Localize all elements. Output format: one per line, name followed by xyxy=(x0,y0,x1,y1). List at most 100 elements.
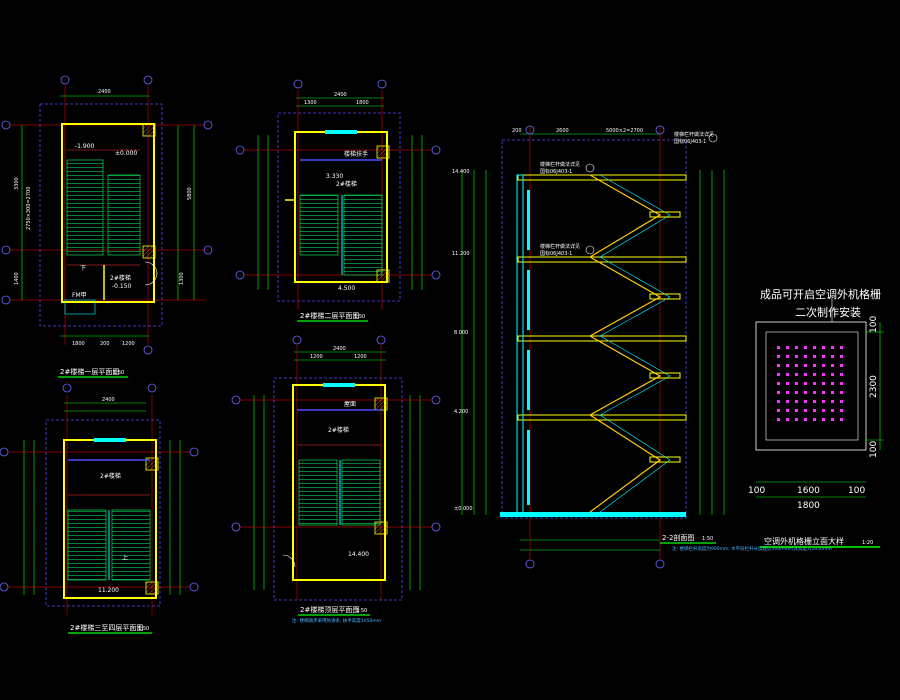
section-callout-1a: 楼梯栏杆做法详见 xyxy=(674,131,714,138)
p3-dim-top: 2400 xyxy=(102,397,115,403)
grille-dot xyxy=(813,409,816,412)
p1-scale: 1:50 xyxy=(113,370,124,376)
p2-dim-top-2: 1300 xyxy=(304,100,317,106)
p4-dim-top-1: 2400 xyxy=(333,346,346,352)
p2-dim-top-3: 1800 xyxy=(356,100,369,106)
grille-dot xyxy=(786,400,789,403)
grille-dot xyxy=(804,418,807,421)
grille-dot xyxy=(840,400,843,403)
section-level-5: ±0.000 xyxy=(454,506,473,512)
section-level-2: 11.200 xyxy=(452,251,470,257)
section-dim-top-1: 200 xyxy=(512,128,522,134)
grille-dot xyxy=(813,382,816,385)
grille-dot xyxy=(795,382,798,385)
detail-dim-total: 1800 xyxy=(797,501,820,511)
section-view: 14.400 11.200 8.000 4.200 ±0.000 楼梯栏杆做法详… xyxy=(452,125,832,569)
grille-dot xyxy=(786,382,789,385)
p3-label-stair: 2#楼梯 xyxy=(100,472,121,480)
grille-dot xyxy=(795,346,798,349)
grille-dot xyxy=(804,364,807,367)
section-callout-2b: 国标06J403-1 xyxy=(540,168,572,175)
grille-dot xyxy=(813,346,816,349)
section-callout-3b: 国标06J403-1 xyxy=(540,250,572,257)
p1-dim-left-3: 1400 xyxy=(14,272,20,285)
grille-dot xyxy=(795,409,798,412)
section-callout-3a: 楼梯栏杆做法详见 xyxy=(540,243,580,250)
p2-dim-top-1: 2400 xyxy=(334,92,347,98)
grille-dot xyxy=(831,346,834,349)
grille-dot xyxy=(813,364,816,367)
grille-dot xyxy=(840,391,843,394)
grille-dot xyxy=(813,373,816,376)
grille-dot xyxy=(777,355,780,358)
grille-dot xyxy=(777,346,780,349)
grille-dot xyxy=(822,373,825,376)
plan-top-floor: 2400 1200 1200 屋面 2#楼梯 14.400 2#楼梯顶层平面图 … xyxy=(231,335,441,624)
grille-dot xyxy=(831,382,834,385)
section-dim-top-2: 2600 xyxy=(556,128,569,134)
detail-scale: 1:20 xyxy=(862,540,873,546)
p1-label-level3: -0.150 xyxy=(112,283,132,290)
p2-title: 2#楼梯二层平面图 xyxy=(300,311,359,320)
grille-dot xyxy=(777,391,780,394)
grille-dot xyxy=(777,409,780,412)
p4-label-level: 14.400 xyxy=(348,551,369,558)
detail-dim-right-2: 2300 xyxy=(869,375,879,398)
grille-dot xyxy=(795,355,798,358)
grille-dot xyxy=(822,400,825,403)
grille-dot xyxy=(822,355,825,358)
section-level-1: 14.400 xyxy=(452,169,470,175)
grille-dot xyxy=(804,391,807,394)
grille-dot xyxy=(822,364,825,367)
p1-dim-bottom-2: 200 xyxy=(100,341,110,347)
grille-dot xyxy=(831,409,834,412)
p4-dim-top-2: 1200 xyxy=(310,354,323,360)
grille-dot xyxy=(831,373,834,376)
grille-dot xyxy=(813,391,816,394)
detail-dim-bottom-2: 1600 xyxy=(797,486,820,496)
grille-dot xyxy=(777,364,780,367)
grille-dot xyxy=(840,418,843,421)
grille-dot xyxy=(840,346,843,349)
plan-second-floor: 2400 1300 1800 楼梯扶手 2#楼梯 3.330 4.500 2#楼… xyxy=(235,79,441,322)
grille-dot xyxy=(786,373,789,376)
p4-label-stair: 2#楼梯 xyxy=(328,426,349,434)
grille-dot xyxy=(813,418,816,421)
grille-dot xyxy=(777,373,780,376)
p1-dim-left-1: 3300 xyxy=(14,177,20,190)
p1-label-level2: ±0.000 xyxy=(115,150,137,157)
grille-dot xyxy=(786,364,789,367)
p1-dim-bottom-1: 1800 xyxy=(72,341,85,347)
p1-label-door: FM甲 xyxy=(72,292,87,299)
p3-label-level: 11.200 xyxy=(98,587,119,594)
p4-note: 注: 楼梯踏步采用防滑条, 扶手高度1050mm xyxy=(292,617,381,624)
section-dim-top-3: 5000×2=2700 xyxy=(606,128,643,134)
grille-dot xyxy=(777,418,780,421)
p2-label-level2: 4.500 xyxy=(338,285,355,292)
grille-dot xyxy=(840,382,843,385)
p2-label-stair: 2#楼梯 xyxy=(336,180,357,188)
section-level-4: 4.200 xyxy=(454,409,468,415)
p3-scale: 1:50 xyxy=(138,626,149,632)
grille-dot xyxy=(786,409,789,412)
grille-dot xyxy=(831,400,834,403)
detail-caption-2: 二次制作安装 xyxy=(795,305,861,319)
p4-scale: 1:50 xyxy=(356,608,367,614)
grille-dot xyxy=(813,355,816,358)
grille-dot xyxy=(804,409,807,412)
grille-dot xyxy=(804,346,807,349)
p4-label-roof: 屋面 xyxy=(344,401,356,408)
grille-dot xyxy=(804,373,807,376)
grille-dot xyxy=(795,418,798,421)
grille-dot xyxy=(831,355,834,358)
detail-caption-1: 成品可开启空调外机格栅 xyxy=(760,287,881,301)
grille-dot xyxy=(777,382,780,385)
p4-title: 2#楼梯顶层平面图 xyxy=(300,605,359,614)
grille-dot xyxy=(795,391,798,394)
p3-title: 2#楼梯三至四层平面图 xyxy=(70,623,143,632)
detail-title: 空调外机格栅立面大样 xyxy=(764,536,844,546)
p2-scale: 1:50 xyxy=(354,314,365,320)
grille-dot xyxy=(804,355,807,358)
plan-ground-floor: 2400 1800 200 1200 3300 2750×300=2700 14… xyxy=(1,75,213,378)
p1-dim-left-2: 2750×300=2700 xyxy=(26,187,32,230)
